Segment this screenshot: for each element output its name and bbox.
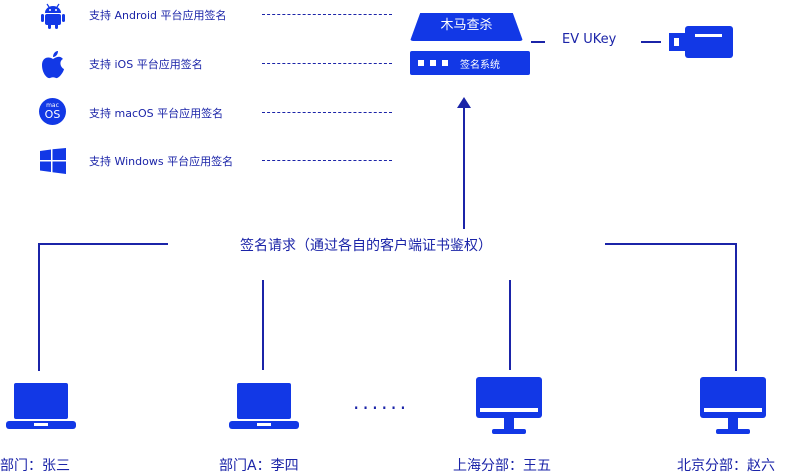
windows-icon bbox=[40, 148, 66, 174]
device-label-wangwu: 上海分部：王五 bbox=[453, 458, 551, 474]
branch-line bbox=[509, 280, 511, 370]
status-light bbox=[442, 60, 448, 66]
platform-label-windows: 支持 Windows 平台应用签名 bbox=[89, 155, 234, 168]
monitor-icon bbox=[700, 377, 766, 434]
monitor-icon bbox=[476, 377, 542, 434]
usb-key-icon bbox=[669, 24, 733, 60]
ukey-label: EV UKey bbox=[562, 32, 617, 47]
branch-line bbox=[38, 243, 40, 371]
more-devices-ellipsis: ...... bbox=[353, 390, 410, 414]
connector-dashed bbox=[262, 160, 392, 161]
signing-system-label: 签名系统 bbox=[460, 60, 500, 71]
android-icon bbox=[41, 3, 65, 29]
connector-dashed bbox=[262, 112, 392, 113]
server-title: 木马查杀 bbox=[440, 18, 493, 33]
request-arrow-line bbox=[463, 106, 465, 229]
branch-line bbox=[605, 243, 736, 245]
arrow-head-icon bbox=[457, 97, 471, 108]
platform-label-ios: 支持 iOS 平台应用签名 bbox=[89, 58, 203, 71]
macos-icon-text-bottom: OS bbox=[44, 108, 61, 121]
signing-system-panel: 签名系统 bbox=[410, 51, 530, 75]
device-label-zhangsan: 部门：张三 bbox=[0, 458, 70, 474]
branch-line bbox=[38, 243, 168, 245]
connector-dashed bbox=[262, 14, 392, 15]
device-label-zhaoliu: 北京分部：赵六 bbox=[677, 458, 775, 474]
request-label: 签名请求（通过各自的客户端证书鉴权） bbox=[240, 238, 492, 254]
platform-label-macos: 支持 macOS 平台应用签名 bbox=[89, 107, 224, 120]
laptop-icon bbox=[6, 383, 76, 431]
apple-icon bbox=[40, 51, 66, 79]
branch-line bbox=[262, 280, 264, 370]
status-light bbox=[418, 60, 424, 66]
device-label-lisi: 部门A：李四 bbox=[219, 458, 299, 474]
macos-icon: mac OS bbox=[39, 98, 66, 125]
server-title-box: 木马查杀 bbox=[410, 13, 523, 41]
macos-icon-text-top: mac bbox=[46, 102, 59, 109]
status-light bbox=[430, 60, 436, 66]
connector-line bbox=[641, 41, 661, 43]
connector-dashed bbox=[262, 63, 392, 64]
laptop-icon bbox=[229, 383, 299, 431]
branch-line bbox=[735, 243, 737, 371]
platform-label-android: 支持 Android 平台应用签名 bbox=[89, 9, 227, 22]
connector-line bbox=[531, 41, 545, 43]
